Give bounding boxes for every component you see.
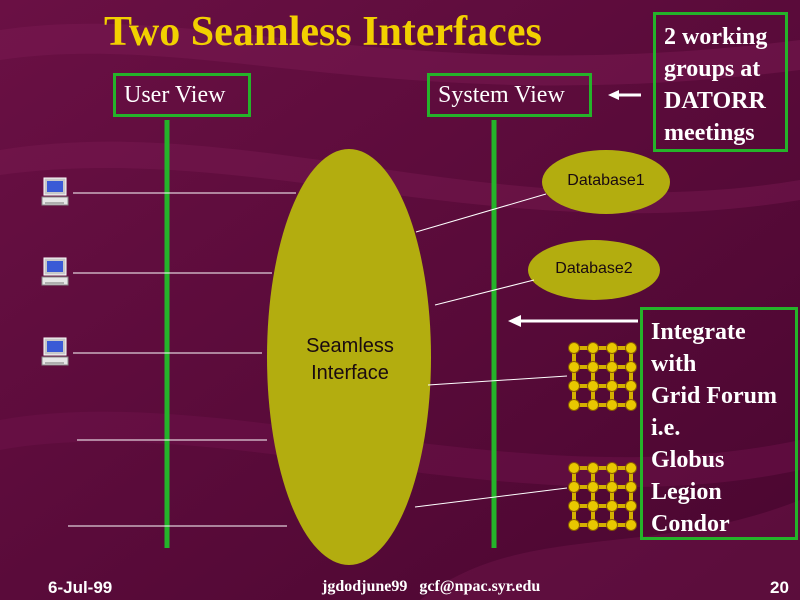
grid-node — [587, 462, 599, 474]
grid-node — [587, 342, 599, 354]
database1-ellipse — [542, 150, 670, 214]
note-line: groups at — [664, 56, 761, 82]
note-line: DATORR — [664, 88, 766, 114]
database1-label: Database1 — [567, 172, 645, 189]
arrow-left-icon — [508, 315, 638, 327]
grid-node — [568, 342, 580, 354]
connector-line — [415, 193, 547, 233]
connector-line — [414, 487, 568, 508]
seamless-interface-label: Seamless Interface — [290, 333, 410, 387]
grid-node — [625, 342, 637, 354]
label-line: Interface — [311, 362, 389, 384]
integrate-note: Integrate with Grid Forum i.e. Globus Le… — [640, 307, 798, 540]
footer-date: 6-Jul-99 — [48, 578, 113, 597]
grid-node — [606, 399, 618, 411]
grid-node — [568, 462, 580, 474]
grid-node — [587, 481, 599, 493]
note-line: with — [651, 351, 697, 377]
database2-label: Database2 — [555, 260, 633, 277]
user-view-label: User View — [124, 82, 226, 108]
slide-title: Two Seamless Interfaces — [104, 9, 542, 55]
label-line: Seamless — [306, 335, 394, 357]
grid-node — [568, 380, 580, 392]
grid-node — [587, 500, 599, 512]
grid-node — [606, 481, 618, 493]
connector-line — [427, 375, 568, 386]
note-line: 2 working — [664, 24, 768, 50]
grid-node — [606, 361, 618, 373]
grid-node — [606, 462, 618, 474]
working-groups-note: 2 working groups at DATORR meetings — [653, 12, 788, 152]
footer-source: jgdodjune99 gcf@npac.syr.edu — [322, 578, 541, 595]
grid-node — [625, 361, 637, 373]
arrow-left-icon — [608, 90, 641, 100]
grid-node — [587, 380, 599, 392]
grid-node — [625, 519, 637, 531]
grid-node — [625, 462, 637, 474]
grid-node — [568, 399, 580, 411]
note-line: meetings — [664, 120, 755, 146]
grid-node — [625, 500, 637, 512]
system-view-label: System View — [438, 82, 565, 108]
grid-node — [606, 380, 618, 392]
grid-node — [606, 500, 618, 512]
note-line: Grid Forum — [651, 383, 777, 409]
footer-page-number: 20 — [770, 578, 789, 597]
grid-node — [587, 361, 599, 373]
grid-node — [625, 481, 637, 493]
connector-line — [434, 279, 535, 306]
grid-node — [625, 380, 637, 392]
system-view-box: System View — [427, 73, 592, 117]
database2-ellipse — [528, 240, 660, 300]
note-line: Globus — [651, 447, 725, 473]
seamless-interface-ellipse — [267, 149, 431, 565]
note-line: Integrate — [651, 319, 746, 345]
grid-node — [568, 361, 580, 373]
grid-node — [606, 519, 618, 531]
note-line: Legion — [651, 479, 722, 505]
grid-icon — [568, 342, 637, 411]
grid-node — [568, 481, 580, 493]
computer-icon — [41, 257, 69, 286]
grid-node — [568, 500, 580, 512]
computer-icon — [41, 177, 69, 206]
grid-node — [625, 399, 637, 411]
grid-node — [587, 399, 599, 411]
computer-icon — [41, 337, 69, 366]
user-view-box: User View — [113, 73, 251, 117]
note-line: Condor — [651, 511, 730, 537]
grid-node — [587, 519, 599, 531]
grid-node — [606, 342, 618, 354]
note-line: i.e. — [651, 415, 681, 441]
grid-icon — [568, 462, 637, 531]
grid-node — [568, 519, 580, 531]
